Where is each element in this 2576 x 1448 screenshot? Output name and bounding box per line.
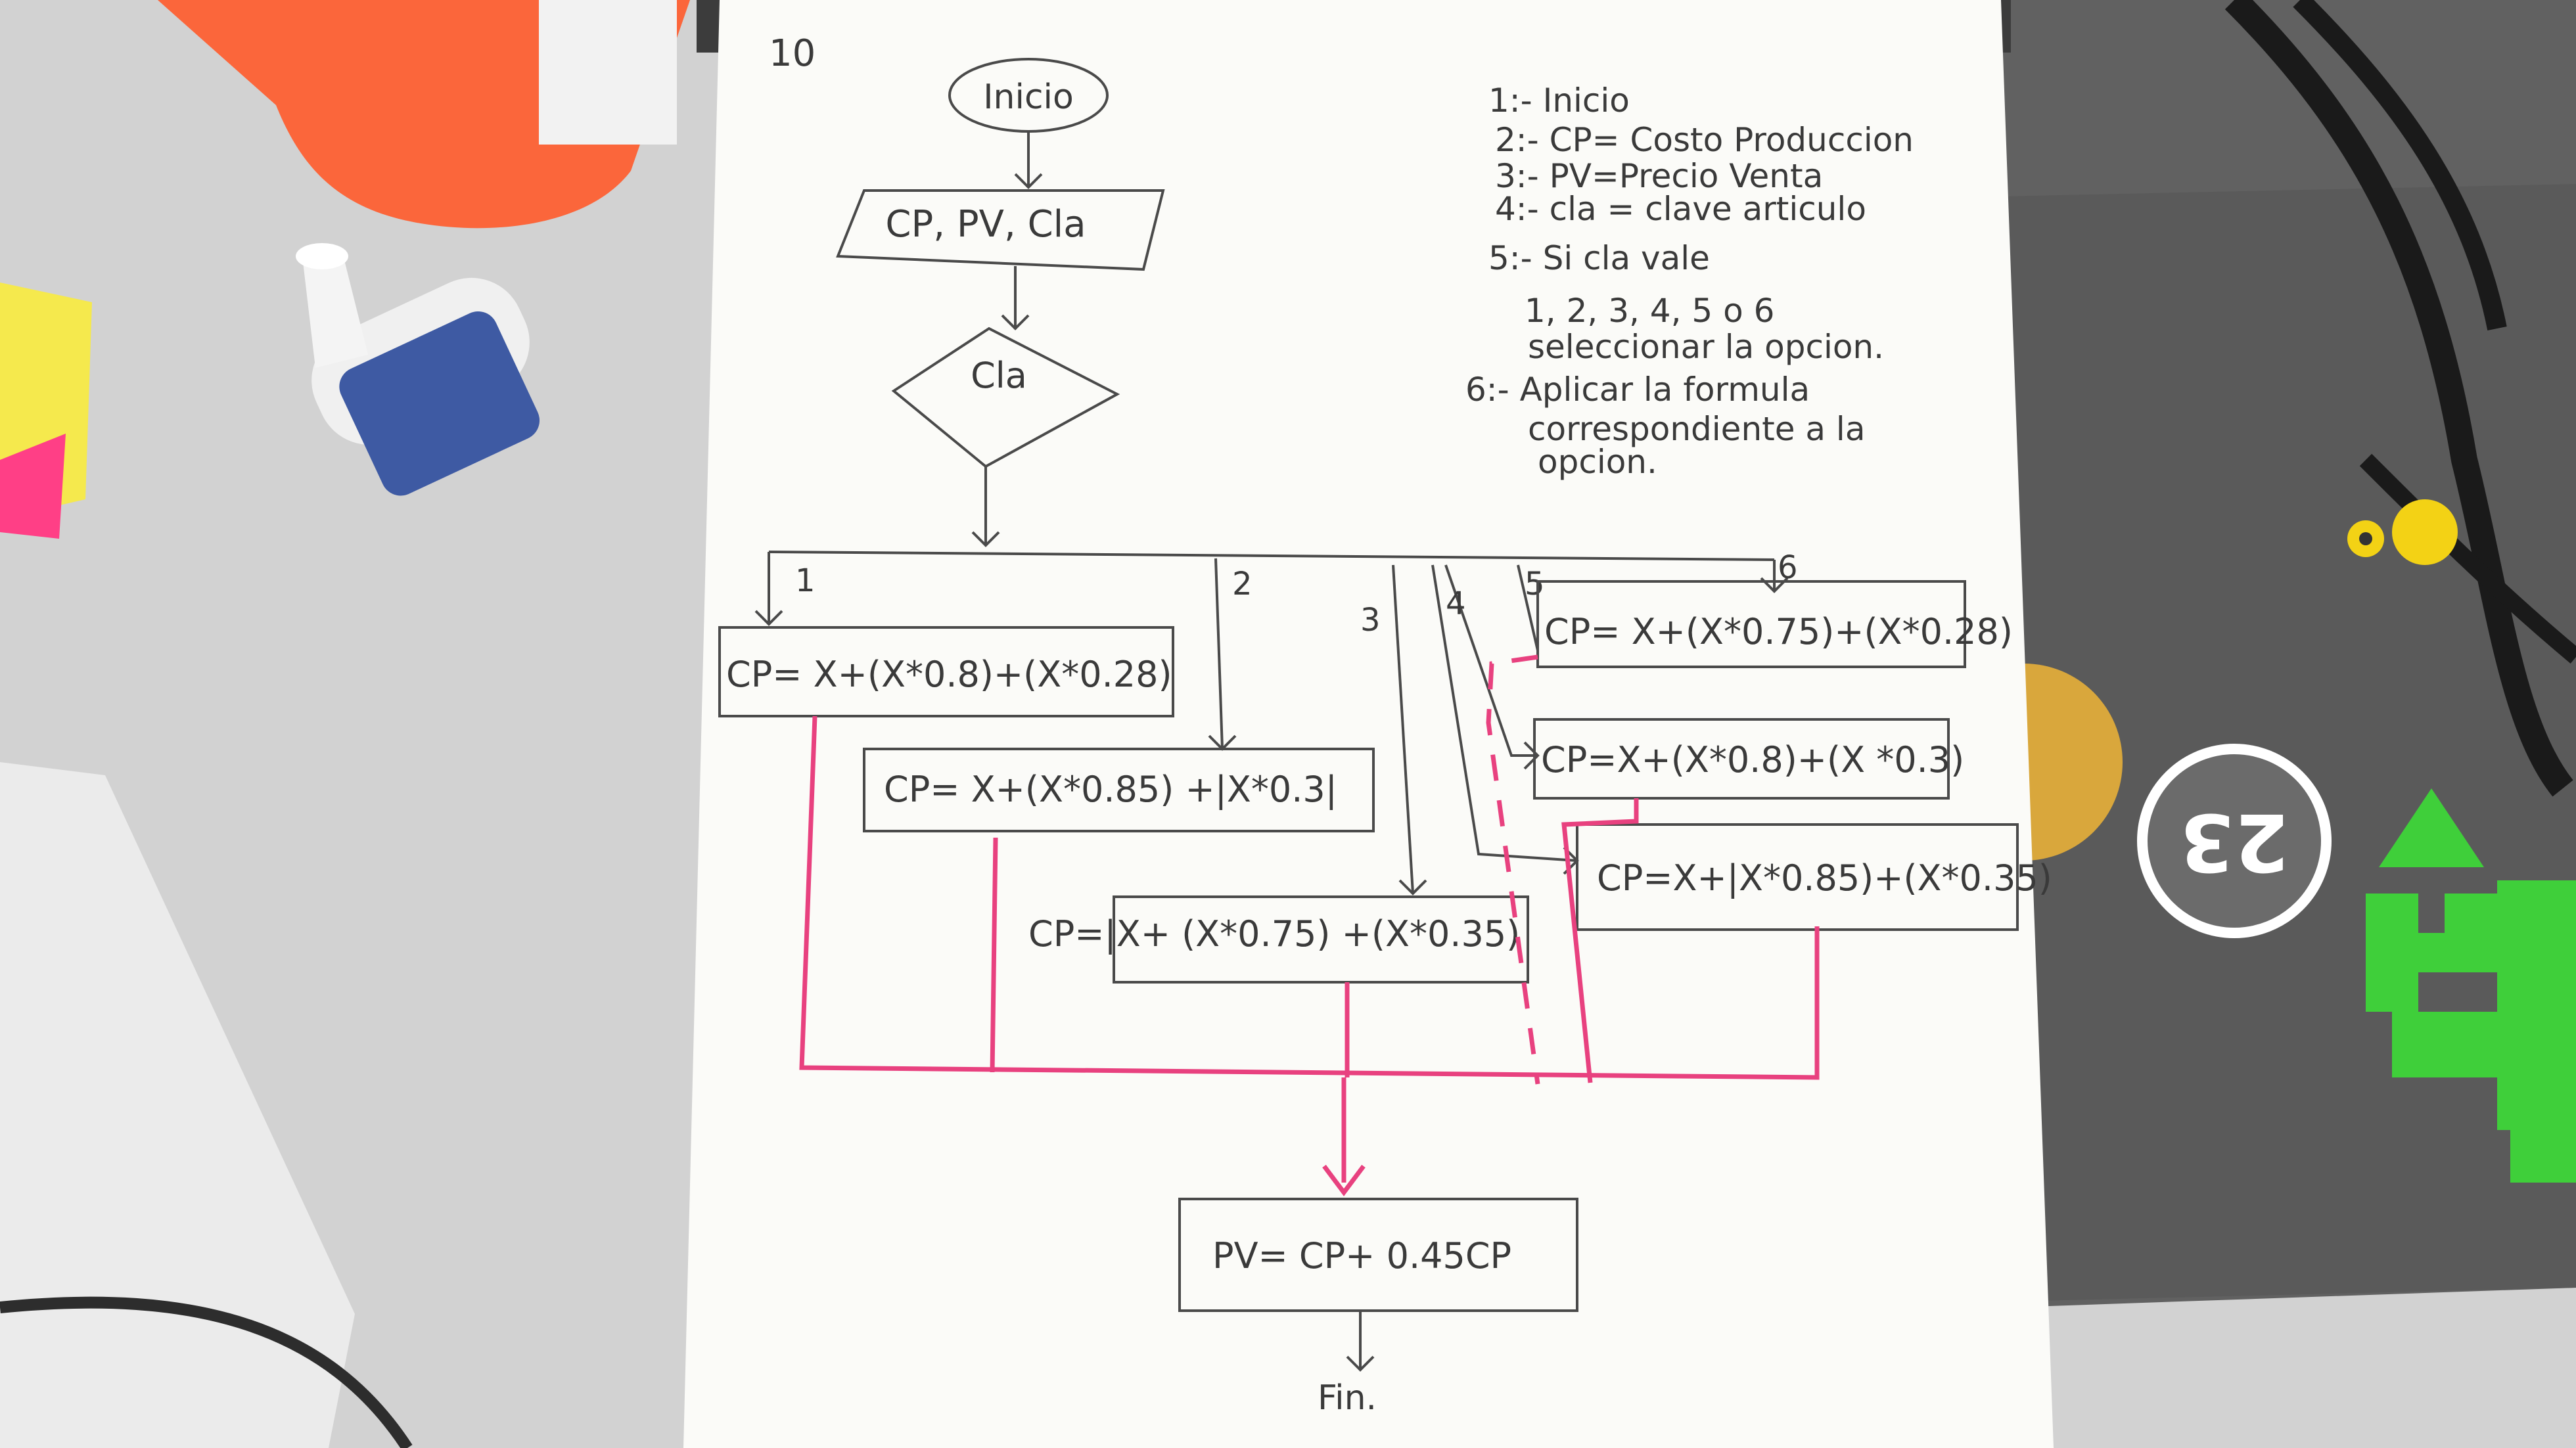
start-label: Inicio xyxy=(983,78,1074,117)
input-label: CP, PV, Cla xyxy=(885,203,1086,246)
note-6: 1, 2, 3, 4, 5 o 6 xyxy=(1525,292,1774,330)
branch-5-box: CP= X+(X*0.75)+(X*0.28) xyxy=(1536,580,2013,668)
branch-2-formula: CP= X+(X*0.85) +|X*0.3| xyxy=(884,769,1337,810)
note-5: 5:- Si cla vale xyxy=(1488,239,1710,277)
branch-1-box: CP= X+(X*0.8)+(X*0.28) xyxy=(718,626,1174,717)
sticky-notes xyxy=(0,283,92,539)
result-node: PV= CP+ 0.45CP xyxy=(1178,1198,1578,1312)
number-sticker: 23 xyxy=(2137,744,2332,938)
note-8: 6:- Aplicar la formula xyxy=(1465,371,1810,409)
branch-6-box: CP=X+|X*0.85)+(X*0.35) xyxy=(1576,823,2052,931)
note-10: opcion. xyxy=(1538,443,1657,481)
branch-3-label: 3 xyxy=(1360,602,1381,639)
branch-2-label: 2 xyxy=(1232,566,1253,602)
branch-1-formula: CP= X+(X*0.8)+(X*0.28) xyxy=(726,654,1172,695)
branch-5-formula: CP= X+(X*0.75)+(X*0.28) xyxy=(1544,611,2013,652)
note-3: 3:- PV=Precio Venta xyxy=(1495,157,1823,195)
branch-4-formula: CP=X+(X*0.8)+(X *0.3) xyxy=(1541,739,1964,781)
note-2: 2:- CP= Costo Produccion xyxy=(1495,121,1914,159)
branch-3-box: CP=|X+ (X*0.75) +(X*0.35) xyxy=(1028,895,1529,984)
smiley-sticker xyxy=(2392,499,2458,565)
cable xyxy=(0,1296,413,1448)
result-label: PV= CP+ 0.45CP xyxy=(1212,1235,1511,1277)
branch-4-box: CP=X+(X*0.8)+(X *0.3) xyxy=(1533,718,1964,800)
decision-label: Cla xyxy=(971,355,1027,396)
orange-cup xyxy=(158,0,690,229)
page-number: 10 xyxy=(769,32,816,75)
paper-towel xyxy=(0,762,355,1448)
input-node: CP, PV, Cla xyxy=(836,189,1165,271)
branch-1-label: 1 xyxy=(795,562,816,599)
branch-4-label: 4 xyxy=(1446,585,1466,622)
green-sticker xyxy=(2366,788,2576,1183)
start-node: Inicio xyxy=(948,58,1109,133)
end-label: Fin. xyxy=(1318,1378,1377,1418)
branch-2-box: CP= X+(X*0.85) +|X*0.3| xyxy=(863,748,1375,832)
svg-text:23: 23 xyxy=(2180,796,2289,887)
branch-6-formula: CP=X+|X*0.85)+(X*0.35) xyxy=(1597,857,2052,899)
note-1: 1:- Inicio xyxy=(1488,81,1630,120)
note-4: 4:- cla = clave articulo xyxy=(1495,190,1866,228)
flowchart: Inicio CP, PV, Cla Cla xyxy=(718,58,2052,1418)
merge-lines xyxy=(799,654,1820,1196)
branch-5-label: 5 xyxy=(1525,566,1545,602)
dropper-bottle xyxy=(296,243,540,496)
note-9: correspondiente a la xyxy=(1528,410,1865,448)
note-7: seleccionar la opcion. xyxy=(1528,328,1884,366)
paper-sheet xyxy=(683,0,2054,1448)
branch-3-formula: CP=|X+ (X*0.75) +(X*0.35) xyxy=(1028,913,1520,955)
notes: 1:- Inicio 2:- CP= Costo Produccion 3:- … xyxy=(1465,81,1914,481)
branch-6-label: 6 xyxy=(1778,549,1798,586)
